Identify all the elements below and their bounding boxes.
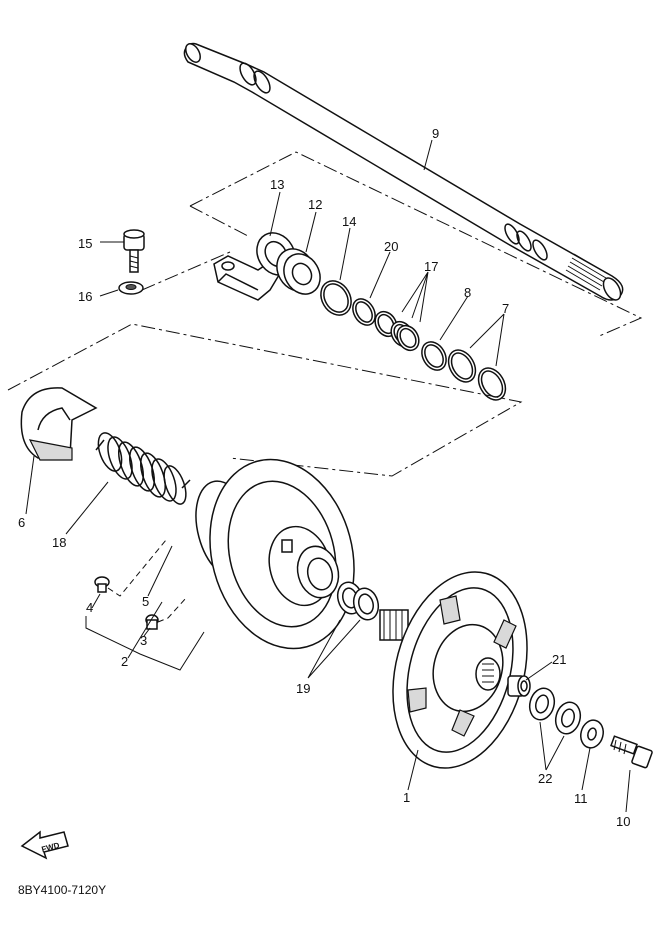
bolt-10[interactable] — [610, 735, 653, 769]
collar-21[interactable] — [507, 675, 531, 697]
callout-4: 4 — [86, 600, 93, 615]
circlip-8[interactable] — [417, 338, 451, 375]
screw-4[interactable] — [94, 576, 110, 593]
bearing[interactable] — [269, 242, 327, 301]
callout-20: 20 — [384, 239, 398, 254]
rings-7[interactable] — [443, 345, 511, 404]
callout-18: 18 — [52, 535, 66, 550]
callout-21: 21 — [552, 652, 566, 667]
callout-14: 14 — [342, 214, 356, 229]
assembly-boundary-upper — [189, 151, 643, 338]
bolt-15[interactable] — [123, 229, 145, 273]
washers-17[interactable] — [371, 308, 423, 355]
callout-10: 10 — [616, 814, 630, 829]
callout-2: 2 — [121, 654, 128, 669]
slider-3[interactable] — [145, 614, 159, 630]
callout-6: 6 — [18, 515, 25, 530]
washer-16[interactable] — [118, 281, 144, 295]
callout-15: 15 — [78, 236, 92, 251]
drawing-code: 8BY4100-7120Y — [18, 883, 106, 897]
circlip-14[interactable] — [315, 275, 357, 320]
fwd-arrow-icon: FWD — [20, 830, 69, 860]
callout-16: 16 — [78, 289, 92, 304]
callout-9: 9 — [432, 126, 439, 141]
callout-17: 17 — [424, 259, 438, 274]
callout-22: 22 — [538, 771, 552, 786]
fixed-sheave[interactable] — [372, 557, 547, 783]
washers-19[interactable] — [334, 579, 381, 622]
washers-22[interactable] — [526, 685, 583, 736]
circlip-20[interactable] — [348, 295, 379, 329]
callout-11: 11 — [574, 791, 588, 806]
washer-11[interactable] — [578, 718, 606, 751]
callout-7: 7 — [502, 301, 509, 316]
spring-seat[interactable] — [20, 387, 98, 461]
callout-8: 8 — [464, 285, 471, 300]
callout-13: 13 — [270, 177, 284, 192]
spring-18[interactable] — [94, 430, 191, 507]
assembly-boundary-lower — [7, 323, 523, 477]
callout-12: 12 — [308, 197, 322, 212]
callout-1: 1 — [403, 790, 410, 805]
callout-3: 3 — [140, 633, 147, 648]
sliding-sheave[interactable] — [186, 443, 374, 665]
leader-lines — [25, 139, 631, 813]
callout-5: 5 — [142, 594, 149, 609]
callout-19: 19 — [296, 681, 310, 696]
callout-labels: 1 2 3 4 5 6 7 8 9 10 11 12 13 14 15 16 1… — [18, 126, 630, 829]
shaft[interactable] — [183, 41, 624, 303]
